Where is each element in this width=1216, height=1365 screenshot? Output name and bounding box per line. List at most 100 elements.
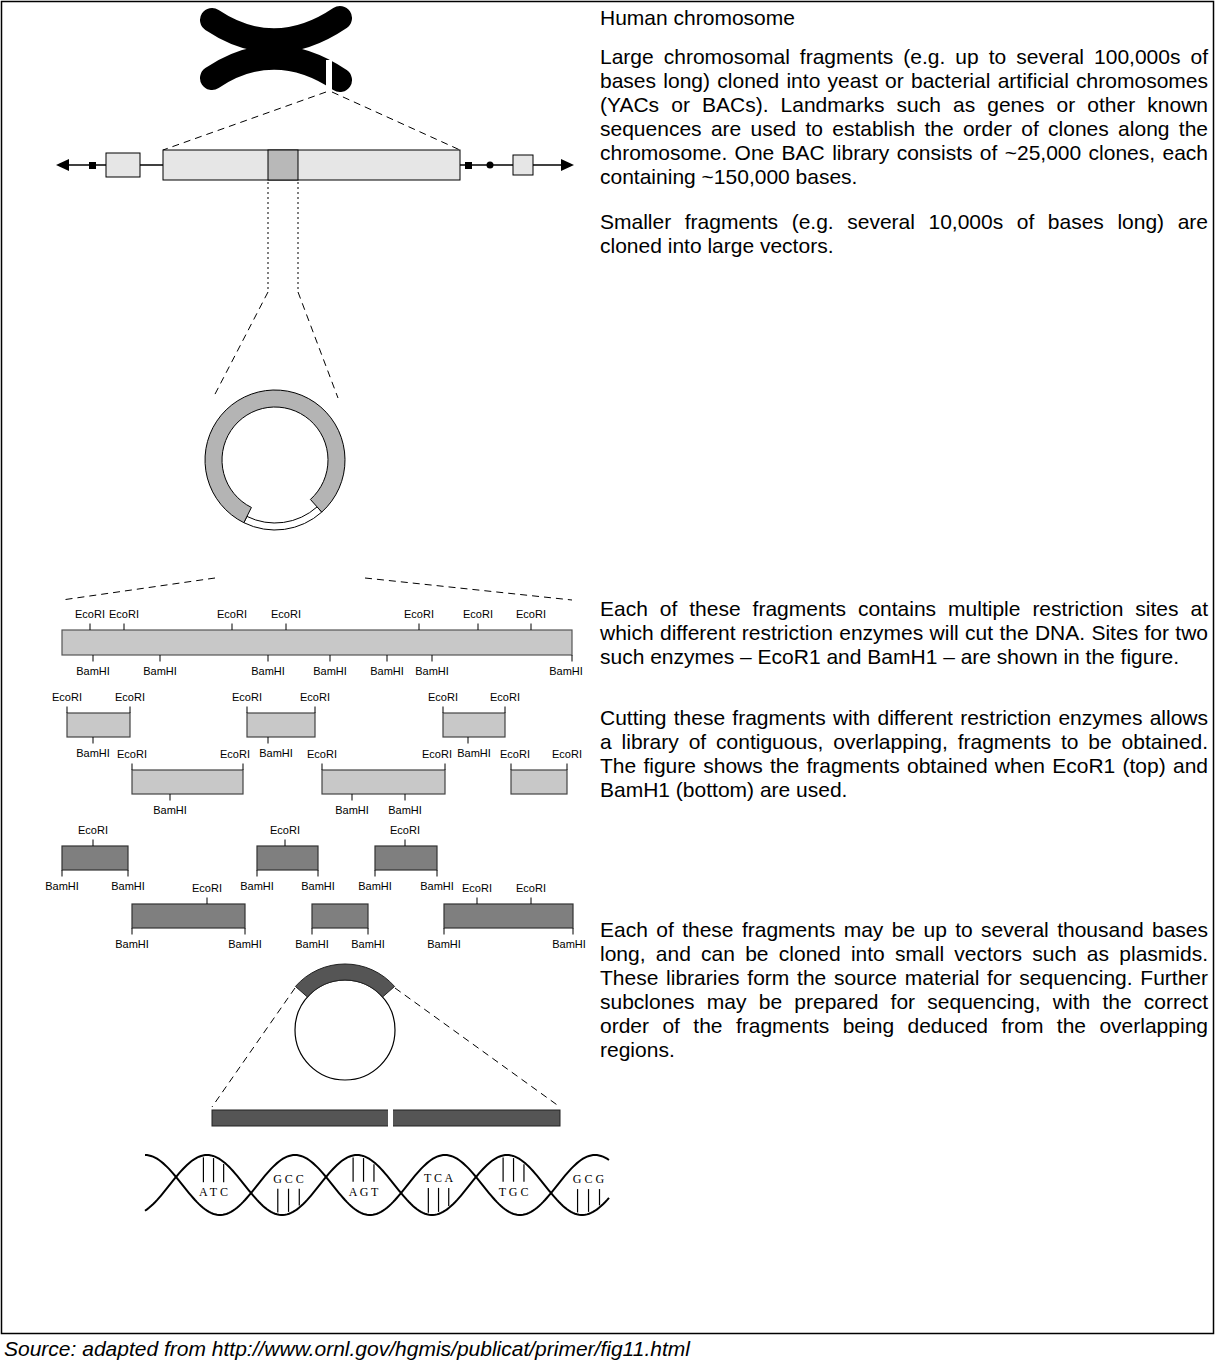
site-tick — [432, 655, 433, 662]
base-pair-rung — [599, 1189, 600, 1205]
dotted-guide — [268, 182, 269, 290]
selected-region — [268, 150, 298, 180]
site-tick — [93, 655, 94, 662]
base-pair-rung — [213, 1158, 214, 1182]
site-tick — [128, 870, 129, 877]
restriction-site-label: BamHI — [427, 938, 461, 951]
plasmid — [295, 964, 395, 1080]
restriction-site-label: EcoRI — [516, 608, 546, 621]
arrowhead — [561, 159, 574, 171]
site-tick — [573, 928, 574, 935]
restriction-site-label: BamHI — [228, 938, 262, 951]
chromosome-band — [326, 60, 332, 96]
restriction-site-label: BamHI — [295, 938, 329, 951]
base-pair-rung — [577, 1189, 578, 1212]
restriction-site-label: EcoRI — [390, 824, 420, 837]
plasmid-insert — [295, 964, 394, 997]
restriction-site-label: BamHI — [420, 880, 454, 893]
restriction-site-label: BamHI — [351, 938, 385, 951]
base-pair-rung — [428, 1188, 429, 1213]
base-pair-rung — [588, 1189, 589, 1212]
base-pair-rung — [353, 1157, 354, 1181]
restriction-site-label: BamHI — [76, 747, 110, 760]
site-tick — [444, 928, 445, 935]
restriction-site-label: BamHI — [415, 665, 449, 678]
restriction-site-label: EcoRI — [428, 691, 458, 704]
restriction-fragment — [312, 904, 368, 928]
base-letters: G C G — [573, 1172, 604, 1186]
site-tick — [268, 655, 269, 662]
site-tick — [477, 898, 478, 905]
dna-strand — [145, 1155, 609, 1215]
site-tick — [170, 794, 171, 801]
subclone-bar — [212, 1110, 560, 1126]
base-pair-rung — [277, 1189, 278, 1213]
site-tick — [368, 928, 369, 935]
restriction-fragment — [443, 713, 505, 737]
site-tick — [352, 794, 353, 801]
base-pair-rung — [373, 1164, 374, 1182]
restriction-site-label: EcoRI — [52, 691, 82, 704]
base-letters: T G C — [499, 1185, 529, 1199]
base-letters: T C A — [424, 1171, 453, 1185]
clone-box — [513, 155, 533, 175]
restriction-site-label: BamHI — [251, 665, 285, 678]
site-tick — [124, 624, 125, 631]
site-tick — [531, 898, 532, 905]
vector-ring — [205, 390, 345, 523]
marker-square — [89, 162, 96, 169]
description-text: Each of these fragments may be up to sev… — [600, 918, 1208, 1062]
restriction-site-label: BamHI — [143, 665, 177, 678]
zoom-line — [163, 92, 326, 150]
site-tick — [419, 624, 420, 631]
site-tick — [511, 764, 512, 771]
base-pair-rung — [363, 1158, 364, 1182]
base-pair-rung — [223, 1164, 224, 1182]
site-tick — [437, 870, 438, 877]
vector-gap — [244, 507, 322, 530]
restriction-site-label: EcoRI — [462, 882, 492, 895]
restriction-site-label: EcoRI — [109, 608, 139, 621]
site-tick — [268, 737, 269, 744]
restriction-site-label: BamHI — [76, 665, 110, 678]
restriction-site-label: EcoRI — [115, 691, 145, 704]
restriction-fragment — [375, 846, 437, 870]
restriction-site-label: EcoRI — [232, 691, 262, 704]
site-tick — [160, 655, 161, 662]
restriction-site-label: EcoRI — [404, 608, 434, 621]
site-tick — [445, 764, 446, 771]
marker-dot — [487, 162, 494, 169]
plasmid-circle — [295, 980, 395, 1080]
restriction-site-label: BamHI — [45, 880, 79, 893]
site-tick — [247, 707, 248, 714]
site-tick — [132, 764, 133, 771]
zoom-line — [395, 988, 560, 1107]
chromosome-label: Human chromosome — [600, 6, 1208, 30]
description-text: Cutting these fragments with different r… — [600, 706, 1208, 802]
site-tick — [93, 737, 94, 744]
site-tick — [130, 707, 131, 714]
restriction-site-label: BamHI — [549, 665, 583, 678]
base-letters: A G T — [349, 1185, 379, 1199]
restriction-site-label: EcoRI — [117, 748, 147, 761]
source-caption: Source: adapted from http://www.ornl.gov… — [4, 1338, 690, 1360]
base-pair-rung — [448, 1188, 449, 1206]
site-tick — [318, 870, 319, 877]
vector-insert — [62, 630, 572, 655]
restriction-site-label: BamHI — [552, 938, 586, 951]
restriction-site-label: EcoRI — [220, 748, 250, 761]
subclone-gap — [388, 1109, 393, 1127]
restriction-site-label: EcoRI — [516, 882, 546, 895]
restriction-site-label: BamHI — [358, 880, 392, 893]
site-tick — [232, 624, 233, 631]
restriction-site-label: BamHI — [301, 880, 335, 893]
restriction-site-label: BamHI — [153, 804, 187, 817]
dotted-guide — [298, 182, 299, 290]
restriction-fragment — [247, 713, 315, 737]
base-pair-rung — [288, 1189, 289, 1212]
site-tick — [286, 624, 287, 631]
site-tick — [567, 764, 568, 771]
restriction-fragment — [132, 904, 245, 928]
marker-square — [465, 162, 472, 169]
site-tick — [132, 928, 133, 935]
